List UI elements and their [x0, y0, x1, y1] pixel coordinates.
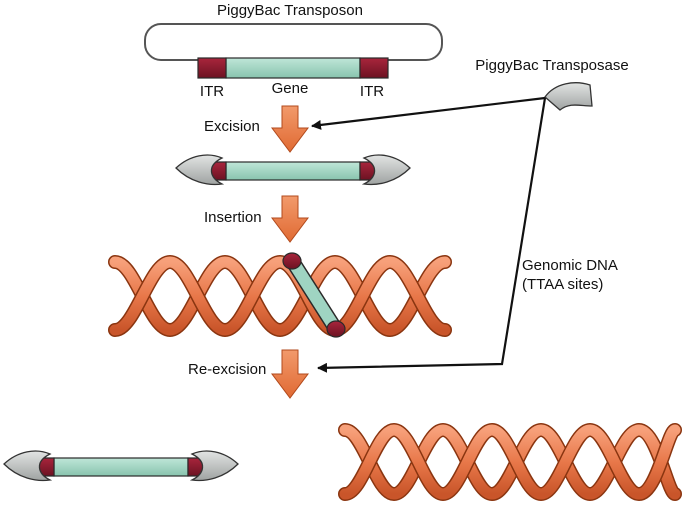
- genomic-dna-label-line1: Genomic DNA: [522, 257, 618, 274]
- restored-strand-b: [339, 424, 681, 500]
- dna-strand-b-fill: [109, 256, 451, 336]
- genomic-dna-helix-restored: [338, 422, 682, 502]
- transposase-right: [361, 154, 411, 186]
- gene-segment: [225, 57, 361, 79]
- insertion-label: Insertion: [204, 209, 262, 226]
- transposase-right-bottom: [189, 450, 239, 482]
- reexcised-transposon: [3, 450, 239, 482]
- excised-gene-segment: [225, 161, 361, 181]
- reexcised-gene-segment: [53, 457, 189, 477]
- itr-left-segment: [197, 57, 227, 79]
- reexcision-label: Re-excision: [188, 361, 266, 378]
- reexcision-arrow: [271, 349, 309, 399]
- transposase-to-excision-arrow: [311, 96, 546, 130]
- transposase-left-bottom: [3, 450, 53, 482]
- inserted-itr-bottom: [326, 320, 346, 338]
- transposase-left: [175, 154, 225, 186]
- plasmid-backbone: [144, 23, 443, 61]
- genomic-dna-helix-middle: [108, 252, 452, 338]
- genomic-dna-label-line2: (TTAA sites): [522, 276, 603, 293]
- excision-label: Excision: [204, 118, 260, 135]
- transposon-element: [197, 57, 389, 79]
- transposase-protein: [544, 82, 593, 111]
- itr-right-segment: [359, 57, 389, 79]
- dna-strand-a-fill: [109, 256, 451, 336]
- transposase-to-reexcision-arrow: [317, 97, 547, 373]
- insertion-arrow: [271, 195, 309, 243]
- itr-right-label: ITR: [360, 83, 384, 100]
- excised-transposon: [175, 154, 411, 186]
- title-label: PiggyBac Transposon: [217, 2, 363, 19]
- gene-label: Gene: [272, 80, 309, 97]
- excision-arrow: [271, 105, 309, 153]
- inserted-itr-top: [282, 252, 302, 270]
- itr-left-label: ITR: [200, 83, 224, 100]
- transposase-label: PiggyBac Transposase: [475, 57, 628, 74]
- inserted-gene-segment: [287, 256, 341, 334]
